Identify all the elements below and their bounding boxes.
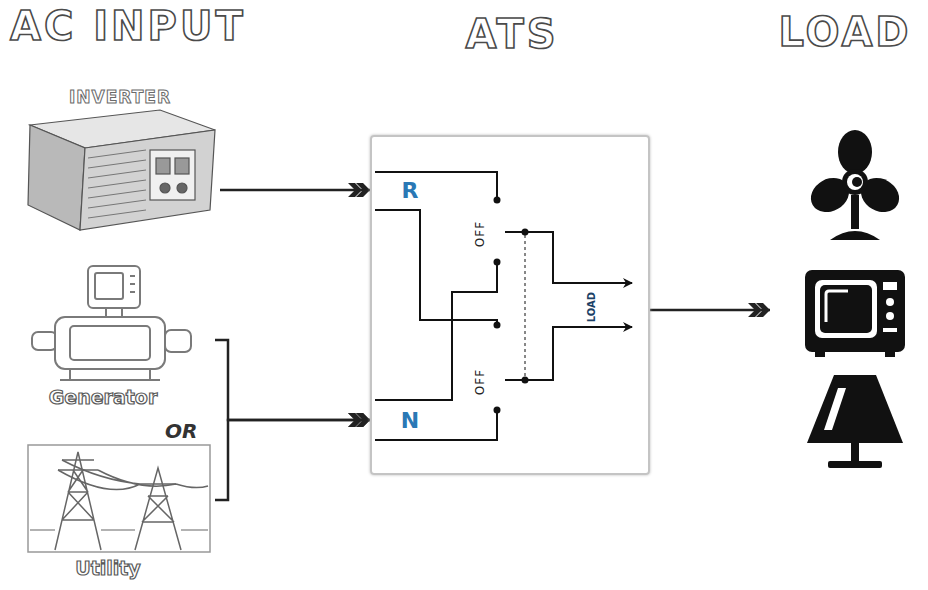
generator-illustration xyxy=(32,266,191,380)
column-heading: ATS xyxy=(466,14,559,54)
inverter-illustration-part-part xyxy=(88,210,146,218)
switch-wiring-part xyxy=(525,327,632,380)
lamp-icon-part xyxy=(824,388,846,430)
inverter-illustration-part-part xyxy=(88,190,146,198)
inverter-illustration-part xyxy=(160,183,170,193)
node-label: Generator xyxy=(49,388,158,407)
generator-illustration-part xyxy=(130,283,135,285)
switch-wiring-part xyxy=(375,410,497,440)
switch-label: LOAD xyxy=(587,292,597,322)
switch-wiring-part xyxy=(375,172,497,200)
microwave-icon-part xyxy=(815,352,825,357)
switch-label: OFF xyxy=(474,369,486,395)
source-group: INVERTER xyxy=(20,85,220,225)
fan-icon xyxy=(805,130,906,240)
source-group: Utility xyxy=(20,435,215,587)
switch-wiring-part xyxy=(525,235,526,377)
switch-wiring-part-part xyxy=(494,259,501,266)
fan-icon-part xyxy=(847,174,863,190)
switch-label: OFF xyxy=(474,221,486,247)
switch-label: N xyxy=(401,410,419,432)
microwave-icon-part xyxy=(815,280,877,338)
switch-wiring-part-part xyxy=(494,407,501,414)
microwave-icon-part xyxy=(805,270,905,352)
inverter-illustration-part-part xyxy=(88,150,146,158)
switch-wiring-part xyxy=(375,262,497,400)
microwave-icon-part xyxy=(886,298,894,306)
generator-illustration-part xyxy=(106,308,122,317)
flow-arrow xyxy=(215,340,370,420)
generator-illustration-part xyxy=(130,291,135,293)
fan-icon-part xyxy=(851,195,859,229)
node-label: Utility xyxy=(75,559,141,578)
microwave-icon-part xyxy=(885,352,895,357)
source-group: Generator xyxy=(25,258,215,408)
generator-illustration-part xyxy=(130,275,135,277)
source-group: LOAD xyxy=(770,8,920,478)
generator-illustration-part xyxy=(70,326,150,360)
lamp-icon-part xyxy=(807,375,903,443)
generator-illustration-part xyxy=(149,369,151,380)
lamp-icon xyxy=(807,375,903,468)
switch-wiring-part-part xyxy=(494,197,501,204)
column-heading: AC INPUT xyxy=(10,6,246,46)
inverter-illustration-part-part xyxy=(88,170,146,178)
generator-illustration-part xyxy=(60,379,160,381)
inverter-illustration-part xyxy=(88,150,146,218)
inverter-illustration-part xyxy=(177,183,187,193)
inverter-illustration-part xyxy=(156,158,170,174)
switch-wiring-part xyxy=(494,197,529,414)
inverter-illustration xyxy=(28,110,215,230)
switch-wiring-part-part xyxy=(522,377,529,384)
microwave-icon-part xyxy=(820,285,872,333)
generator-illustration-part xyxy=(95,273,123,299)
fan-icon-part xyxy=(838,130,872,174)
utility-illustration-part xyxy=(30,529,208,531)
inverter-illustration-part-part xyxy=(88,160,146,168)
generator-illustration-part xyxy=(88,266,140,308)
fan-icon-part xyxy=(830,231,880,240)
switch-label: R xyxy=(402,180,419,202)
flow-arrow xyxy=(220,189,370,192)
utility-illustration-part xyxy=(58,460,208,490)
note: OR xyxy=(165,421,197,441)
fan-icon-part xyxy=(842,169,868,195)
utility-illustration-part xyxy=(55,452,101,550)
switch-wiring-part-part xyxy=(522,229,529,236)
switch-wiring-part xyxy=(525,232,632,283)
microwave-icon-part xyxy=(826,291,848,322)
switch-box: ATSRNOFFOFFLOAD xyxy=(370,135,650,475)
microwave-icon-part xyxy=(883,282,897,290)
node-label: INVERTER xyxy=(69,89,171,106)
utility-illustration-part xyxy=(135,468,181,550)
generator-illustration-part xyxy=(69,369,71,380)
microwave-icon-part xyxy=(886,312,894,320)
column-heading: LOAD xyxy=(778,12,911,52)
inverter-illustration-part-part xyxy=(88,200,146,208)
lamp-icon-part xyxy=(851,443,859,463)
utility-illustration xyxy=(28,445,210,552)
switch-wiring-part-part xyxy=(494,322,501,329)
microwave-icon-part xyxy=(883,328,897,332)
microwave-icon xyxy=(805,270,905,357)
inverter-illustration-part xyxy=(28,125,85,230)
inverter-illustration-part-part xyxy=(88,180,146,188)
inverter-illustration-part xyxy=(80,130,215,230)
inverter-illustration-part xyxy=(175,158,189,174)
inverter-illustration-part xyxy=(150,150,195,200)
utility-illustration-part xyxy=(28,445,210,552)
generator-illustration-part xyxy=(55,317,165,369)
fan-icon-part xyxy=(852,177,862,187)
generator-illustration-part xyxy=(32,332,57,350)
flow-arrow xyxy=(650,309,770,312)
lamp-icon-part xyxy=(828,461,882,468)
switch-wiring-part xyxy=(375,210,497,325)
generator-illustration-part xyxy=(165,330,191,352)
switch-wiring xyxy=(375,172,632,440)
flow-arrow xyxy=(215,420,370,500)
